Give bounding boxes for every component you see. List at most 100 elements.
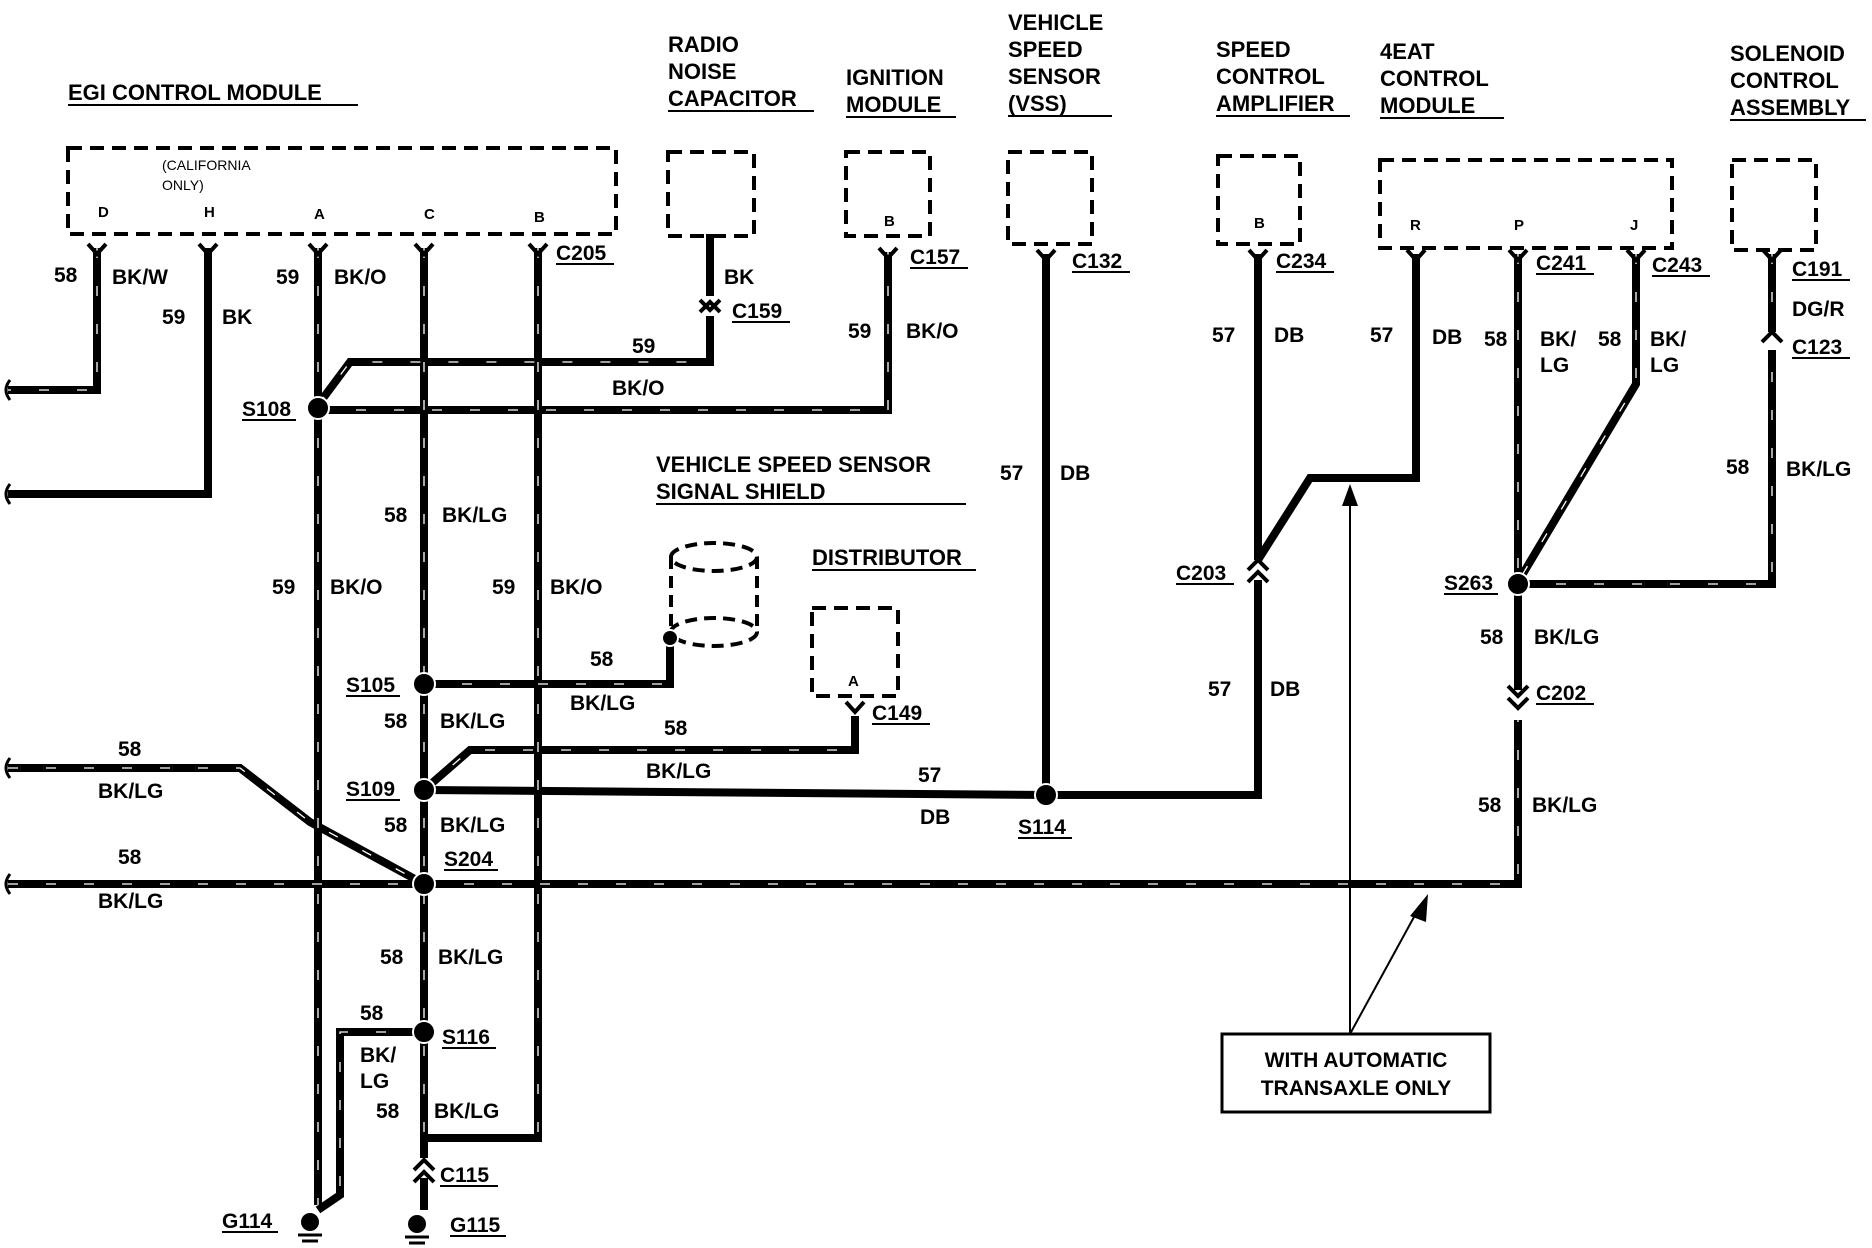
eat-pin-p: P [1514,217,1524,234]
amp-title-3: AMPLIFIER [1216,91,1335,116]
wire-label: 59 [632,335,655,358]
wire-label: BK/O [330,576,383,599]
ground-g114-symbol [298,1213,322,1243]
wire-label: 58 [118,846,142,869]
connector-c203: C203 [1176,562,1226,585]
wire-label: 58 [380,946,404,969]
distributor-title: DISTRIBUTOR [812,545,962,570]
wire-egi-d [8,248,101,394]
splice-s105-dot [412,672,436,696]
wire-label: 57 [1000,462,1023,485]
wire-label: DB [1270,678,1300,701]
vss-box [1006,150,1094,246]
wire-label: BK/LG [440,814,505,837]
vss-title-1: VEHICLE [1008,10,1103,35]
eat-control-module-box [1378,158,1674,250]
wire-label: BK/LG [434,1100,499,1123]
wire-label: 57 [918,764,941,787]
wire-label: BK/W [112,266,168,289]
wire-label: 59 [276,266,299,289]
wire-label: 58 [1480,626,1504,649]
ignition-title-2: MODULE [846,92,941,117]
radio-title-2: NOISE [668,59,736,84]
connector-c202: C202 [1536,682,1586,705]
wire-label: BK/LG [1532,794,1597,817]
egi-pin-d: D [98,204,109,221]
wire-label: DG/R [1792,298,1845,321]
egi-pin-a: A [314,206,325,223]
splice-s114-dot [1034,783,1058,807]
wire-label: DB [920,806,950,829]
wire-label: 57 [1208,678,1231,701]
shield-title-1: VEHICLE SPEED SENSOR [656,452,931,477]
splice-s204-dot [412,872,436,896]
connector-c243: C243 [1652,254,1702,277]
ignition-title-1: IGNITION [846,65,944,90]
eat-pin-r: R [1410,217,1421,234]
signal-shield-cylinder [669,541,759,648]
ground-g115: G115 [450,1214,501,1237]
wire-label: BK/LG [98,780,163,803]
connector-c149: C149 [872,702,922,725]
ground-g114: G114 [222,1210,273,1233]
wire-continuation-marks [4,379,12,895]
distributor-pin-a: A [848,673,859,690]
solenoid-title-2: CONTROL [1730,68,1839,93]
shield-title-2: SIGNAL SHIELD [656,479,826,504]
splice-s114: S114 [1018,816,1066,839]
wire-label: BK/ [1540,328,1576,351]
egi-pin-c: C [424,206,435,223]
solenoid-control-assembly-box [1730,158,1818,252]
wire-label: 58 [1478,794,1502,817]
wires [8,234,1776,1214]
wire-label: 59 [492,576,515,599]
wire-label: BK/LG [570,692,635,715]
wire-s109-s114 [423,580,1262,799]
connector-c132: C132 [1072,250,1122,273]
wire-s108-ignition [318,252,892,414]
vss-title-4: (VSS) [1008,91,1067,116]
amp-title-1: SPEED [1216,37,1291,62]
wire-label: 58 [118,738,142,761]
eat-title-2: CONTROL [1380,66,1489,91]
wire-label: BK/O [612,377,665,400]
splice-s263: S263 [1444,572,1493,595]
solenoid-title-3: ASSEMBLY [1730,95,1851,120]
ignition-module-box [844,150,932,238]
wire-label: BK/LG [1534,626,1599,649]
splice-s108-dot [306,396,330,420]
ignition-pin-b: B [884,213,895,230]
amp-pin-b: B [1254,215,1265,232]
wire-label: 58 [384,504,408,527]
connector-c241: C241 [1536,252,1587,275]
wire-label: BK/O [550,576,603,599]
eat-title-1: 4EAT [1380,39,1435,64]
wire-label: BK/LG [438,946,503,969]
wire-label: 58 [664,717,688,740]
solenoid-title-1: SOLENOID [1730,41,1845,66]
radio-title-3: CAPACITOR [668,86,797,111]
wire-label: 59 [272,576,295,599]
wire-label: DB [1432,326,1462,349]
wire-label: 57 [1212,324,1235,347]
splice-s116-dot [412,1020,436,1044]
amp-title-2: CONTROL [1216,64,1325,89]
eat-title-3: MODULE [1380,93,1475,118]
egi-title: EGI CONTROL MODULE [68,80,322,105]
wire-label: BK/O [906,320,959,343]
splice-s109-dot [412,778,436,802]
wire-label: 58 [1598,328,1622,351]
splice-s105: S105 [346,674,395,697]
note-line-1: WITH AUTOMATIC [1265,1049,1448,1072]
wire-label: BK/LG [1786,458,1851,481]
wire-label: LG [360,1070,389,1093]
eat-pin-j: J [1630,217,1638,234]
wire-s109-distributor [421,716,859,794]
radio-title-1: RADIO [668,32,739,57]
connector-c234: C234 [1276,250,1327,273]
wire-label: 58 [376,1100,400,1123]
wire-label: 58 [384,814,408,837]
wire-egi-b [428,248,542,1142]
shield-terminal-dot [661,629,679,647]
